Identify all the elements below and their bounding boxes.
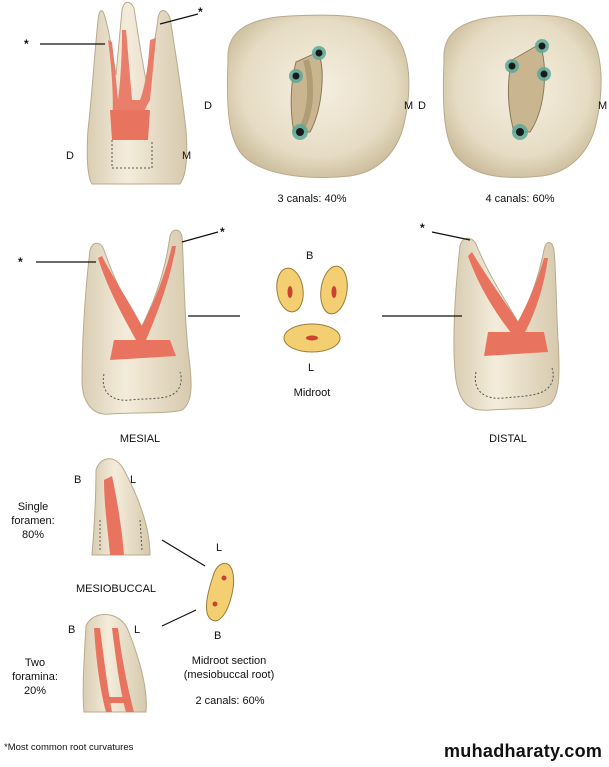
mesiobuccal-root-single-foramen [91,458,151,556]
two-canals-caption: 2 canals: 60% [195,695,265,707]
midroot-sections [276,265,348,353]
mesial-label: M [598,100,608,112]
curvature-marker: * [18,255,23,269]
mb-section-caption: Midroot section (mesiobuccal root) [183,655,275,681]
mesiobuccal-root-two-foramina [82,614,147,713]
mesiobuccal-midroot-section [206,562,235,622]
mesial-label: M [404,100,414,112]
distal-caption: DISTAL [489,433,527,445]
three-canals-caption: 3 canals: 40% [277,193,347,205]
occlusal-view-3-canals [226,14,410,178]
curvature-marker: * [24,37,29,51]
tooth-top-left [40,1,199,185]
footnote: *Most common root curvatures [4,742,134,753]
lingual-label: L [134,624,141,636]
curvature-pointer [431,231,471,241]
buccal-label: B [68,624,76,636]
tooth-mesial [36,229,240,415]
distal-label: D [66,150,74,162]
lingual-label: L [216,542,223,554]
watermark: muhadharaty.com [444,741,603,761]
buccal-label: B [306,250,314,262]
buccal-label: B [74,474,82,486]
mesial-caption: MESIAL [119,433,161,445]
mesial-label: M [182,150,192,162]
lingual-label: L [308,362,315,374]
distal-label: D [204,100,212,112]
section-pointer [161,539,206,567]
curvature-marker: * [220,225,225,239]
single-foramen-label: Single foramen: 80% [11,501,55,541]
four-canals-caption: 4 canals: 60% [485,193,555,205]
curvature-pointer [181,231,219,243]
curvature-marker: * [198,5,203,19]
occlusal-view-4-canals [442,14,602,178]
curvature-marker: * [420,221,425,235]
distal-label: D [418,100,426,112]
two-foramina-label: Two foramina: 20% [12,657,58,697]
lingual-label: L [130,474,137,486]
curvature-pointer [159,13,199,25]
mesiobuccal-caption: MESIOBUCCAL [75,583,157,595]
tooth-distal [382,231,560,411]
section-pointer [161,609,197,627]
midroot-caption: Midroot [293,387,331,399]
buccal-label: B [214,630,222,642]
